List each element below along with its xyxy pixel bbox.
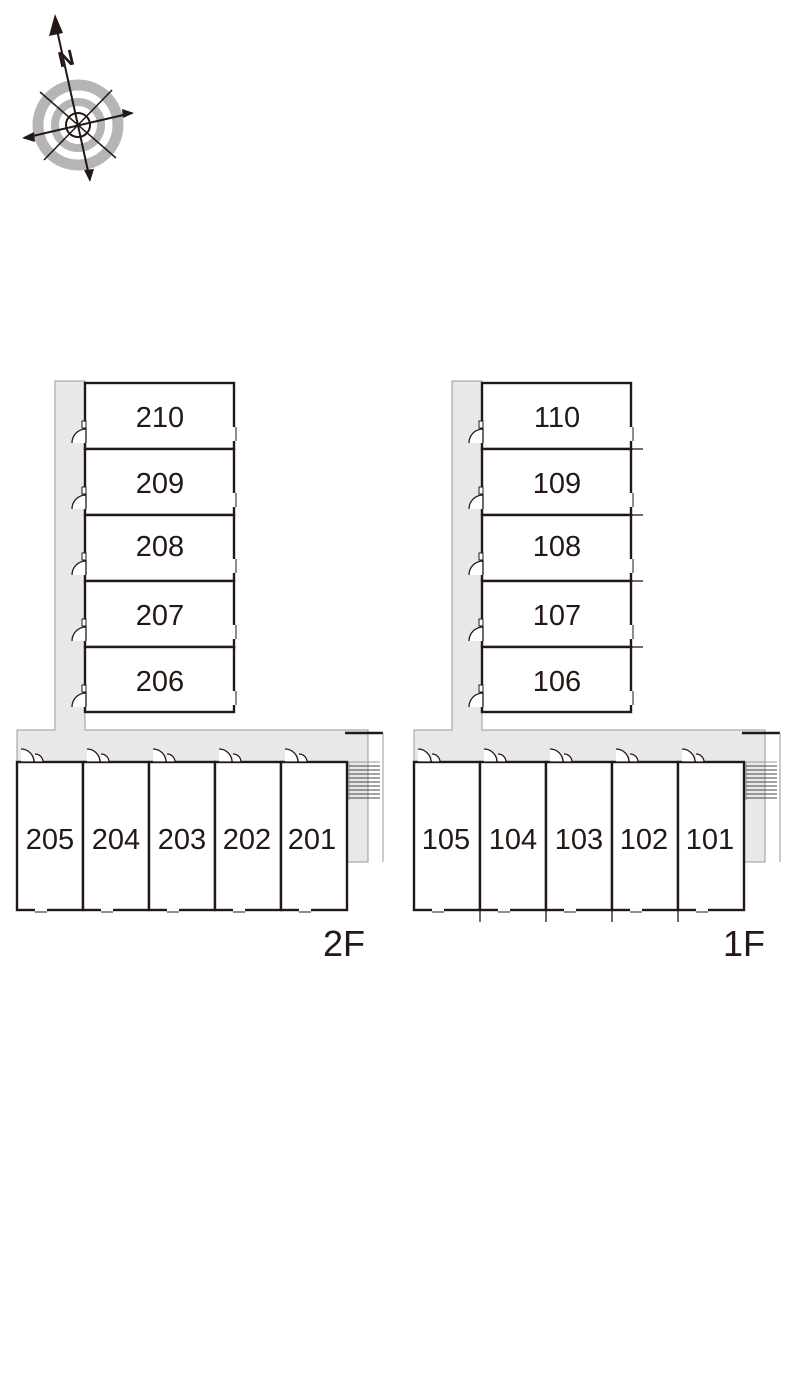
door-icon — [468, 626, 484, 642]
floor-2f-column-rooms: 210 209 208 207 206 — [136, 402, 184, 698]
door-icon — [695, 753, 705, 763]
room-label: 203 — [158, 824, 206, 856]
room-label: 104 — [489, 824, 537, 856]
room-label: 103 — [555, 824, 603, 856]
room-label: 210 — [136, 402, 184, 434]
room-label: 102 — [620, 824, 668, 856]
door-icon — [71, 494, 87, 510]
door-icon — [478, 684, 484, 693]
floor-2f-row-rooms: 205 204 203 202 201 — [26, 824, 336, 856]
door-icon — [681, 748, 696, 763]
room-outline — [676, 760, 746, 912]
door-icon — [563, 753, 573, 763]
room-outline — [480, 645, 633, 714]
door-icon — [81, 552, 87, 561]
room-outline — [544, 760, 614, 912]
door-icon — [483, 748, 498, 763]
stairs-icon — [745, 761, 777, 800]
door-icon — [152, 748, 167, 763]
room-label: 107 — [533, 600, 581, 632]
room-label: 207 — [136, 600, 184, 632]
door-icon — [86, 748, 101, 763]
door-icon — [71, 428, 87, 444]
room-label: 202 — [223, 824, 271, 856]
floor-2f-structure — [15, 380, 384, 913]
room-label: 205 — [26, 824, 74, 856]
door-icon — [81, 684, 87, 693]
door-icon — [71, 692, 87, 708]
floor-1f-column-rooms: 110 109 108 107 106 — [533, 402, 581, 698]
door-icon — [298, 753, 308, 763]
door-icon — [81, 618, 87, 627]
floor-plan-2f: 210 209 208 207 206 205 204 203 202 201 … — [15, 380, 384, 964]
room-label: 108 — [533, 531, 581, 563]
door-icon — [81, 420, 87, 429]
room-outline — [279, 760, 349, 912]
door-icon — [468, 560, 484, 576]
door-icon — [478, 618, 484, 627]
room-label: 109 — [533, 468, 581, 500]
room-label: 208 — [136, 531, 184, 563]
door-icon — [20, 748, 35, 763]
room-label: 110 — [534, 402, 580, 434]
room-label: 209 — [136, 468, 184, 500]
room-outline — [83, 645, 236, 714]
floor-1f-row-rooms: 105 104 103 102 101 — [422, 824, 734, 856]
stairs-icon — [348, 761, 380, 800]
door-icon — [478, 486, 484, 495]
door-icon — [417, 748, 432, 763]
room-outline — [610, 760, 680, 912]
room-outline — [480, 513, 633, 583]
door-icon — [232, 753, 242, 763]
room-outline — [412, 760, 482, 912]
room-label: 204 — [92, 824, 140, 856]
room-outline — [83, 381, 236, 451]
door-icon — [478, 552, 484, 561]
door-icon — [71, 560, 87, 576]
door-icon — [497, 753, 507, 763]
room-label: 206 — [136, 666, 184, 698]
room-label: 201 — [288, 824, 336, 856]
door-icon — [166, 753, 176, 763]
door-icon — [81, 486, 87, 495]
room-label: 101 — [686, 824, 734, 856]
door-icon — [629, 753, 639, 763]
door-icon — [284, 748, 299, 763]
floor-label: 1F — [723, 923, 765, 964]
door-icon — [34, 753, 44, 763]
door-icon — [468, 494, 484, 510]
room-outline — [213, 760, 283, 912]
door-icon — [549, 748, 564, 763]
door-icon — [468, 692, 484, 708]
room-outline — [15, 760, 85, 912]
door-icon — [218, 748, 233, 763]
room-label: 105 — [422, 824, 470, 856]
door-icon — [431, 753, 441, 763]
compass-north-label: N — [56, 45, 77, 73]
room-outline — [480, 381, 633, 451]
floor-label: 2F — [323, 923, 365, 964]
compass-rose-icon: N — [22, 14, 134, 182]
room-label: 106 — [533, 666, 581, 698]
door-icon — [615, 748, 630, 763]
door-icon — [468, 428, 484, 444]
floor-1f-structure — [412, 380, 781, 922]
floor-plan-1f: 110 109 108 107 106 105 104 103 102 101 … — [412, 380, 781, 964]
door-icon — [71, 626, 87, 642]
door-icon — [478, 420, 484, 429]
door-icon — [100, 753, 110, 763]
